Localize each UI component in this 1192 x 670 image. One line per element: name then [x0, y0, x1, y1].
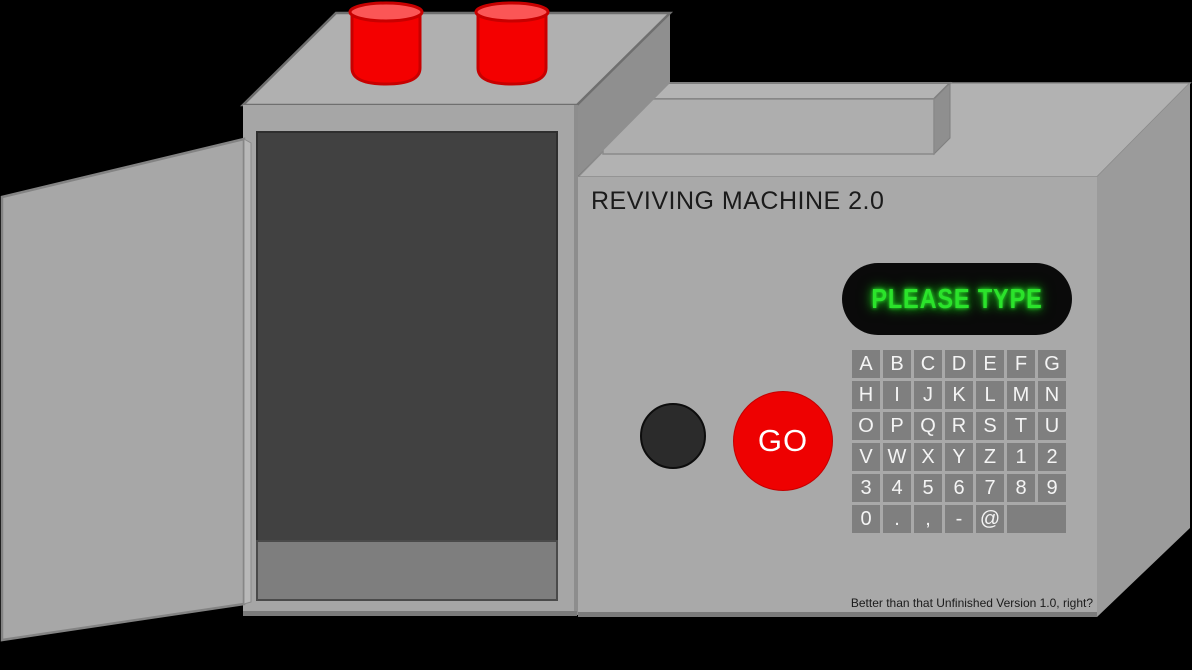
- key-9[interactable]: 9: [1038, 474, 1066, 502]
- key-O[interactable]: O: [852, 412, 880, 440]
- key-S[interactable]: S: [976, 412, 1004, 440]
- left-module-bottom-edge: [243, 611, 577, 616]
- key-5[interactable]: 5: [914, 474, 942, 502]
- vent-cylinder-right: [474, 1, 550, 86]
- key-0[interactable]: 0: [852, 505, 880, 533]
- chamber-opening-back-wall: [256, 131, 558, 542]
- key-L[interactable]: L: [976, 381, 1004, 409]
- key-H[interactable]: H: [852, 381, 880, 409]
- machine-title: REVIVING MACHINE 2.0: [591, 187, 885, 215]
- key-E[interactable]: E: [976, 350, 1004, 378]
- key-1[interactable]: 1: [1007, 443, 1035, 471]
- key-R[interactable]: R: [945, 412, 973, 440]
- key-.[interactable]: .: [883, 505, 911, 533]
- key-6[interactable]: 6: [945, 474, 973, 502]
- key-Z[interactable]: Z: [976, 443, 1004, 471]
- vent-cylinder-left: [348, 1, 424, 86]
- right-module-bottom-edge: [578, 612, 1097, 617]
- key-2[interactable]: 2: [1038, 443, 1066, 471]
- top-bar-front-face: [602, 98, 935, 155]
- key-J[interactable]: J: [914, 381, 942, 409]
- chamber-door-edge: [243, 138, 252, 605]
- chamber-floor: [256, 540, 558, 601]
- key-T[interactable]: T: [1007, 412, 1035, 440]
- key-P[interactable]: P: [883, 412, 911, 440]
- key-3[interactable]: 3: [852, 474, 880, 502]
- key-X[interactable]: X: [914, 443, 942, 471]
- key-V[interactable]: V: [852, 443, 880, 471]
- display-screen: PLEASE TYPE: [842, 263, 1072, 335]
- key-I[interactable]: I: [883, 381, 911, 409]
- key-F[interactable]: F: [1007, 350, 1035, 378]
- key-Q[interactable]: Q: [914, 412, 942, 440]
- display-text: PLEASE TYPE: [871, 283, 1043, 314]
- go-button-label: GO: [757, 423, 809, 458]
- right-module-side-face: [1097, 83, 1190, 617]
- left-module-side-face: [577, 13, 670, 177]
- key-G[interactable]: G: [1038, 350, 1066, 378]
- key-M[interactable]: M: [1007, 381, 1035, 409]
- key-4[interactable]: 4: [883, 474, 911, 502]
- chamber-door[interactable]: [0, 137, 246, 642]
- left-right-module-seam: [574, 105, 578, 615]
- key-C[interactable]: C: [914, 350, 942, 378]
- key--[interactable]: -: [945, 505, 973, 533]
- key-U[interactable]: U: [1038, 412, 1066, 440]
- key-8[interactable]: 8: [1007, 474, 1035, 502]
- black-knob-button[interactable]: [640, 403, 706, 469]
- key-7[interactable]: 7: [976, 474, 1004, 502]
- key-@[interactable]: @: [976, 505, 1004, 533]
- go-button[interactable]: GO: [733, 391, 833, 491]
- key-W[interactable]: W: [883, 443, 911, 471]
- key-blank[interactable]: [1007, 505, 1066, 533]
- caption-text: Better than that Unfinished Version 1.0,…: [850, 596, 1093, 610]
- key-B[interactable]: B: [883, 350, 911, 378]
- key-Y[interactable]: Y: [945, 443, 973, 471]
- key-D[interactable]: D: [945, 350, 973, 378]
- key-N[interactable]: N: [1038, 381, 1066, 409]
- key-,[interactable]: ,: [914, 505, 942, 533]
- key-K[interactable]: K: [945, 381, 973, 409]
- key-A[interactable]: A: [852, 350, 880, 378]
